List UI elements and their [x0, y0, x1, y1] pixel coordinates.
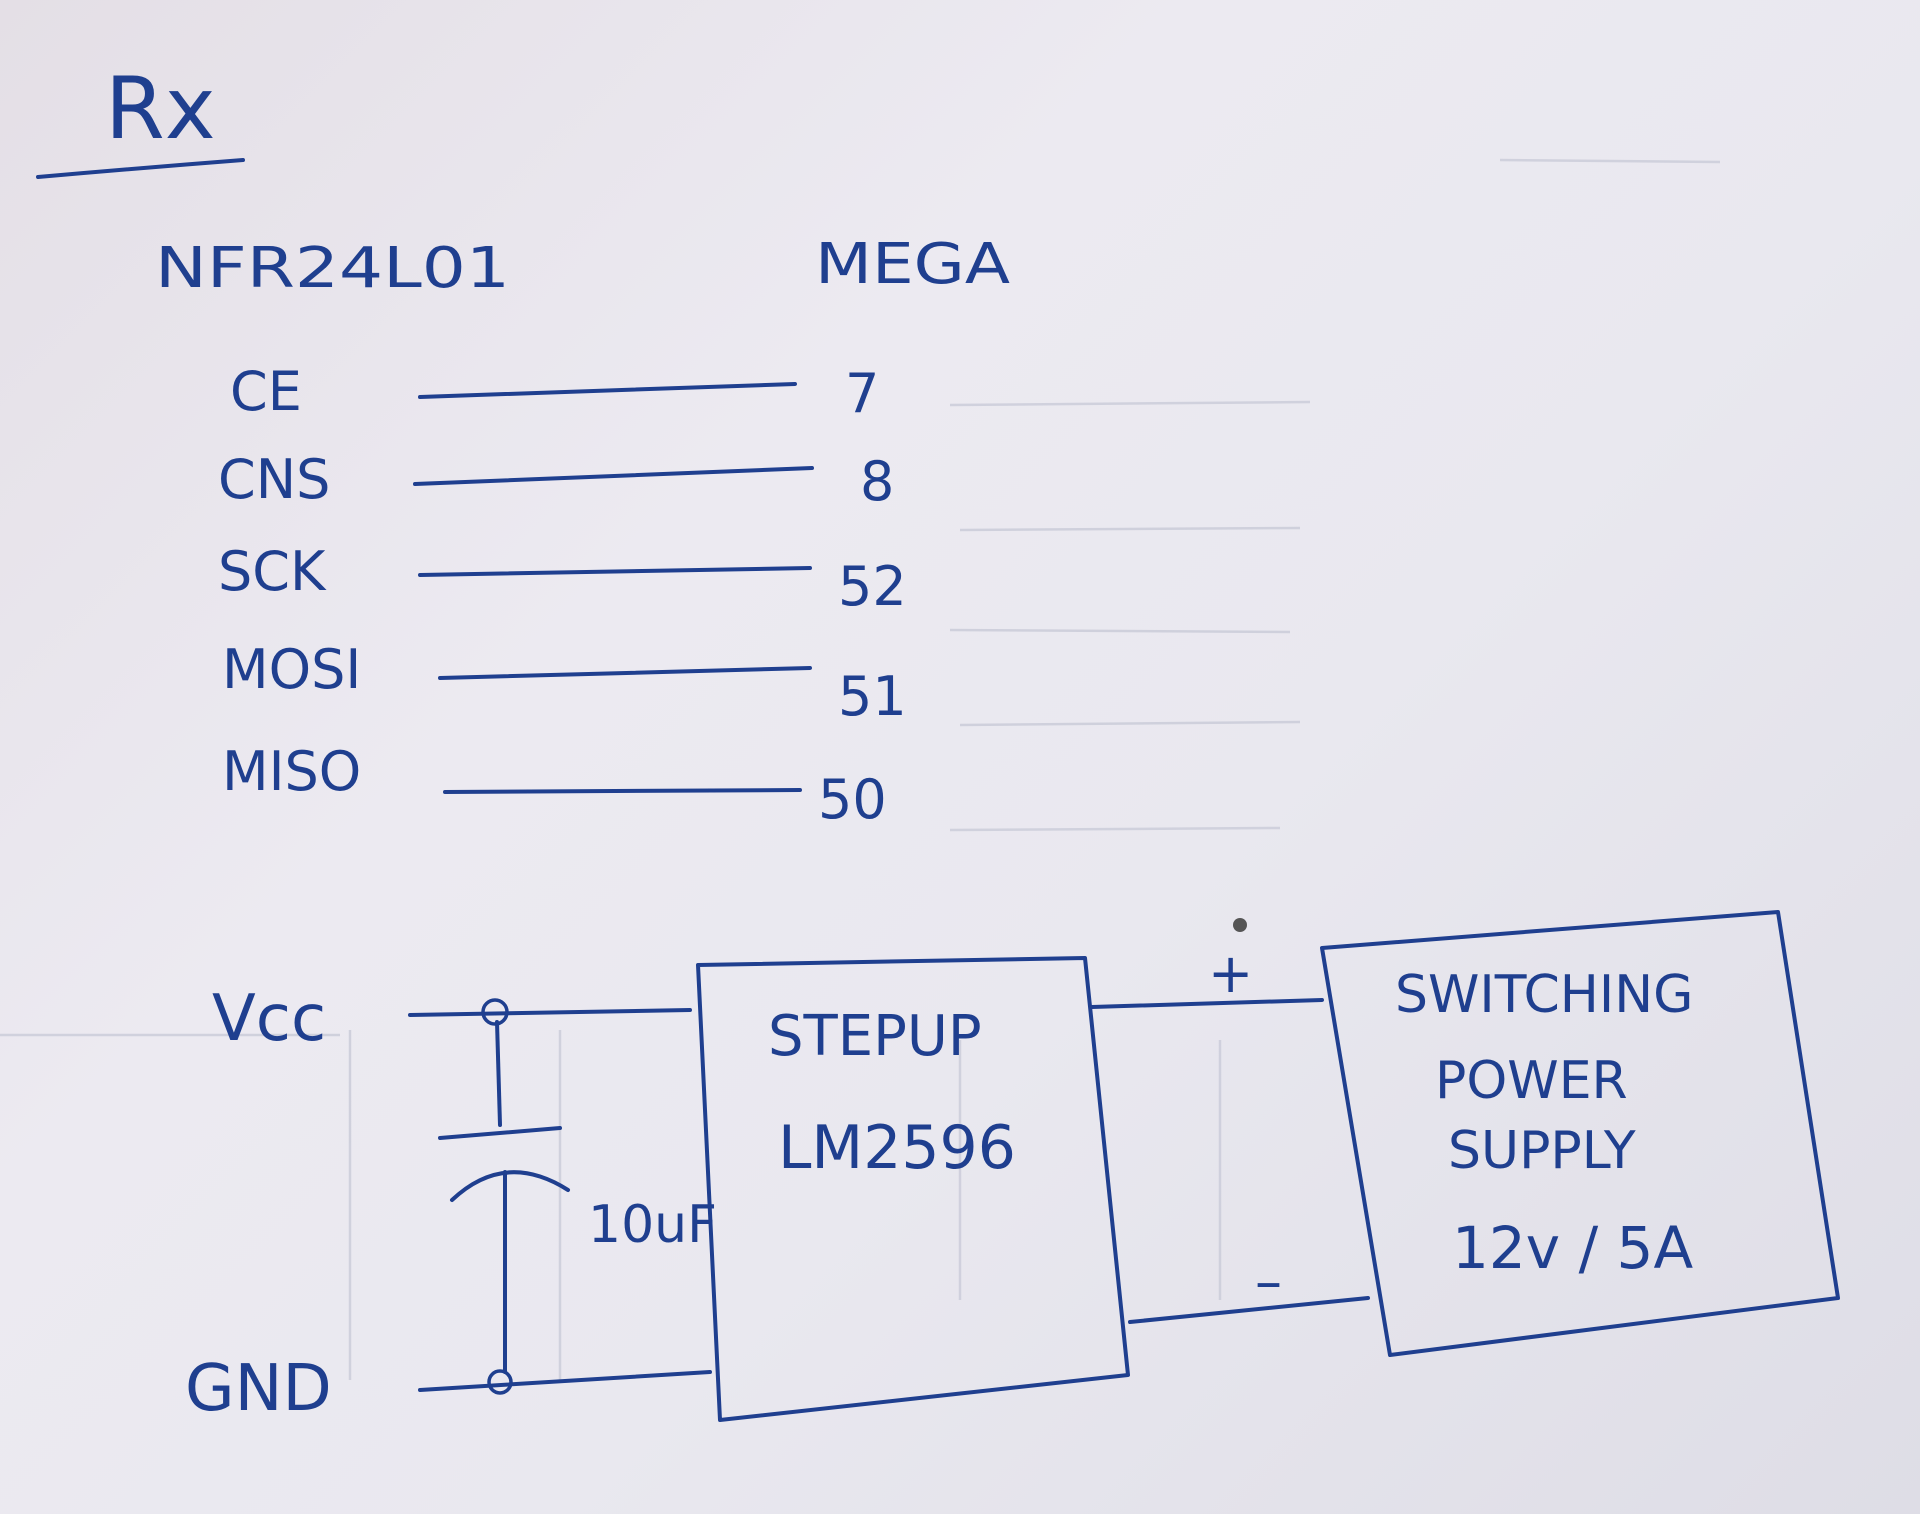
wire-mosi [438, 666, 812, 680]
psu-line3: SUPPLY [1448, 1121, 1636, 1181]
pin-label-sck: SCK [218, 540, 327, 603]
psu-line1: SWITCHING [1395, 965, 1693, 1025]
pin-label-mosi: MOSI [222, 638, 361, 701]
wire-cns [413, 466, 814, 486]
wire-miso [443, 788, 802, 794]
pin-label-cns: CNS [218, 448, 330, 511]
module-header: NFR24L01 [155, 236, 510, 301]
diagram-title: Rx [105, 59, 216, 159]
mega-pin-sck: 52 [838, 555, 907, 618]
psu-box [1320, 910, 1840, 1357]
wire-sck [418, 566, 812, 577]
pin-label-miso: MISO [222, 740, 361, 803]
minus-sign: – [1255, 1250, 1282, 1313]
psu-line2: POWER [1435, 1051, 1628, 1111]
ink-dot [1233, 918, 1247, 932]
capacitor [438, 998, 570, 1395]
plus-sign: + [1208, 942, 1253, 1005]
pin-label-ce: CE [230, 360, 302, 423]
mega-pin-cns: 8 [860, 450, 894, 513]
capacitor-value: 10uF [588, 1195, 717, 1255]
wire-negative [1128, 1296, 1370, 1324]
wire-ce [418, 382, 797, 399]
vcc-label: Vcc [212, 982, 326, 1056]
mega-pin-miso: 50 [818, 768, 887, 831]
gnd-label: GND [185, 1352, 332, 1426]
mega-pin-ce: 7 [845, 362, 879, 425]
title-underline [36, 158, 245, 179]
stepup-label: STEPUP [768, 1004, 982, 1069]
wire-positive [1090, 998, 1324, 1009]
psu-rating: 12v / 5A [1452, 1214, 1693, 1282]
bleed-through [0, 158, 1721, 1380]
stepup-model: LM2596 [778, 1113, 1016, 1183]
gnd-rail [418, 1370, 712, 1392]
vcc-rail [408, 1008, 692, 1017]
stepup-box [696, 956, 1130, 1422]
board-header: MEGA [815, 232, 1010, 297]
mega-pin-mosi: 51 [838, 665, 907, 728]
